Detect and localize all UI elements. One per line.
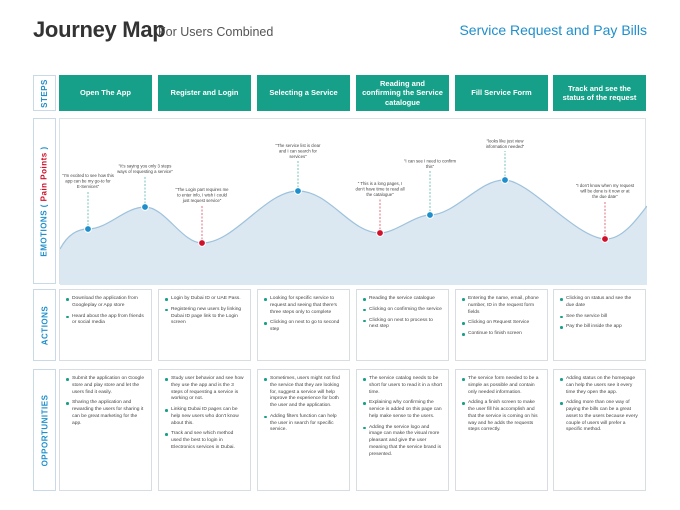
emotions-label-box: EMOTIONS ( Pain Points ) — [33, 118, 56, 284]
opportunity-item: Sometimes, users might not find the serv… — [264, 376, 344, 410]
action-item: Login by Dubai ID or UAE Pass. — [165, 296, 245, 303]
actions-card-register-login: Login by Dubai ID or UAE Pass. Registeri… — [158, 289, 251, 361]
opportunity-item: Sharing the application and rewarding th… — [66, 400, 146, 427]
action-item: Heard about the app from friends or soci… — [66, 314, 146, 328]
opportunities-card-track-status: Adding status on the homepage can help t… — [553, 369, 646, 491]
emotion-curve-line — [60, 179, 647, 250]
opportunity-item: Linking Dubai ID pages can be help new u… — [165, 407, 245, 427]
steps-label-box: STEPS — [33, 75, 56, 111]
pain-points-label: Pain Points — [40, 149, 49, 204]
action-item: Clicking on status and see the due date — [560, 296, 640, 310]
action-item: Clicking on next to process to next step — [363, 318, 443, 332]
step-fill-form: Fill Service Form — [455, 75, 548, 111]
opportunities-card-reading-catalogue: The service catalog needs to be short fo… — [356, 369, 449, 491]
opportunities-card-fill-form: The service form needed to be a simple a… — [455, 369, 548, 491]
opportunities-card-register-login: Study user behavior and see how they use… — [158, 369, 251, 491]
opportunity-item: Adding a finish screen to make the user … — [462, 400, 542, 434]
actions-label: ACTIONS — [40, 305, 49, 345]
action-item: Continue to finish screen — [462, 331, 542, 338]
opportunities-label: OPPORTUNITIES — [40, 394, 49, 466]
actions-card-selecting-service: Looking for specific service to request … — [257, 289, 350, 361]
journey-right-title: Service Request and Pay Bills — [459, 22, 647, 38]
step-reading-catalogue: Reading and confirming the Service catal… — [356, 75, 449, 111]
action-item: Reading the service catalogue — [363, 296, 443, 303]
opportunities-card-open-app: Submit the application on Google store a… — [59, 369, 152, 491]
step-open-app: Open The App — [59, 75, 152, 111]
action-item: Clicking on next to go to second step — [264, 320, 344, 334]
action-item: Registering new users by linking Dubai I… — [165, 307, 245, 327]
action-item: Pay the bill inside the app — [560, 324, 640, 331]
action-item: Clicking on Request Service — [462, 320, 542, 327]
opportunity-item: The service form needed to be a simple a… — [462, 376, 542, 396]
action-item: Entering the name, email, phone number, … — [462, 296, 542, 316]
action-item: Clicking on confirming the service — [363, 307, 443, 314]
pain-point — [198, 239, 206, 247]
emotion-point — [426, 211, 434, 219]
opportunities-label-box: OPPORTUNITIES — [33, 369, 56, 491]
opportunity-item: Study user behavior and see how they use… — [165, 376, 245, 403]
journey-title: Journey Map — [33, 17, 166, 42]
emotions-label-suffix: ) — [40, 145, 49, 150]
steps-label: STEPS — [40, 78, 50, 108]
emotions-label-prefix: EMOTIONS ( — [40, 203, 49, 257]
pain-point — [376, 229, 384, 237]
actions-card-track-status: Clicking on status and see the due date … — [553, 289, 646, 361]
action-item: Looking for specific service to request … — [264, 296, 344, 316]
opportunity-item: Submit the application on Google store a… — [66, 376, 146, 396]
step-register-login: Register and Login — [158, 75, 251, 111]
opportunity-item: Adding filters function can help the use… — [264, 414, 344, 434]
opportunity-item: Explaining why confirming the service is… — [363, 400, 443, 420]
journey-subtitle: For Users Combined — [158, 25, 274, 39]
emotion-point — [501, 176, 509, 184]
opportunities-card-selecting-service: Sometimes, users might not find the serv… — [257, 369, 350, 491]
actions-card-open-app: Download the application from Googleplay… — [59, 289, 152, 361]
opportunity-item: Adding the service logo and image can ma… — [363, 425, 443, 459]
emotion-curve-area — [60, 179, 647, 285]
opportunity-item: Track and see which method used the best… — [165, 431, 245, 451]
emotion-point — [141, 203, 149, 211]
action-item: See the service bill — [560, 314, 640, 321]
step-track-status: Track and see the status of the request — [553, 75, 646, 111]
pain-point — [601, 235, 609, 243]
actions-card-fill-form: Entering the name, email, phone number, … — [455, 289, 548, 361]
opportunity-item: The service catalog needs to be short fo… — [363, 376, 443, 396]
opportunity-item: Adding status on the homepage can help t… — [560, 376, 640, 396]
actions-label-box: ACTIONS — [33, 289, 56, 361]
emotion-point — [294, 187, 302, 195]
emotion-point — [84, 225, 92, 233]
action-item: Download the application from Googleplay… — [66, 296, 146, 310]
opportunity-item: Adding more than one way of paying the b… — [560, 400, 640, 434]
step-selecting-service: Selecting a Service — [257, 75, 350, 111]
actions-card-reading-catalogue: Reading the service catalogue Clicking o… — [356, 289, 449, 361]
emotions-label: EMOTIONS ( Pain Points ) — [40, 146, 49, 256]
